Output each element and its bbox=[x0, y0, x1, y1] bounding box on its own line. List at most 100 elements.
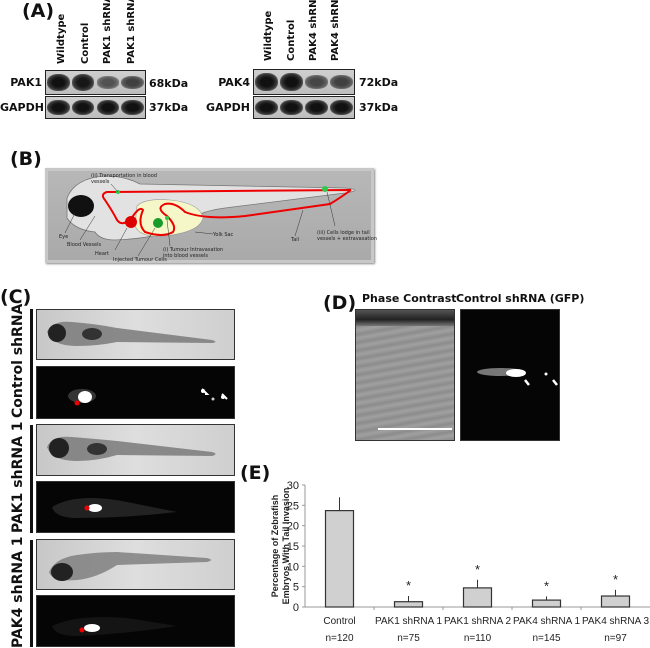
sample-size-label: n=97 bbox=[604, 633, 627, 644]
blot2-lane-label: Wildtype bbox=[263, 10, 274, 61]
group-label-control: Control shRNA bbox=[10, 303, 26, 418]
protein-band bbox=[255, 73, 278, 91]
annot-injected: Injected Tumour Cells bbox=[113, 257, 167, 263]
protein-band bbox=[280, 73, 303, 91]
tissue-band bbox=[356, 310, 454, 326]
pak4-fluorescence-image bbox=[36, 595, 235, 647]
gfp-title: Control shRNA (GFP) bbox=[456, 292, 585, 305]
protein-band bbox=[96, 99, 119, 116]
blot1-lane-label: PAK1 shRNA 2 bbox=[126, 0, 137, 64]
blot2-lane-label: PAK4 shRNA 1 bbox=[308, 0, 319, 61]
sample-size-label: n=120 bbox=[325, 633, 354, 644]
tumour-cells-shape bbox=[153, 218, 163, 228]
fluorescence-signal bbox=[52, 617, 177, 636]
protein-band bbox=[96, 76, 119, 89]
y-tick-label: 15 bbox=[287, 541, 299, 553]
sample-size-label: n=75 bbox=[397, 633, 420, 644]
group-label-pak1: PAK1 shRNA 1 bbox=[10, 421, 26, 533]
category-label: PAK4 shRNA 3 bbox=[582, 616, 650, 627]
protein-band bbox=[47, 73, 70, 92]
annot-text: vessels + extravasation bbox=[317, 236, 377, 242]
blot1-lane-label: PAK1 shRNA 1 bbox=[102, 0, 113, 64]
gfp-image bbox=[460, 309, 560, 441]
blot1-row-label: GAPDH bbox=[0, 101, 44, 114]
category-label: PAK1 shRNA 1 bbox=[375, 616, 443, 627]
pak1-fluorescence-image bbox=[36, 481, 235, 533]
bar bbox=[600, 595, 631, 608]
blot2-lane-label: Control bbox=[286, 19, 297, 61]
protein-band bbox=[305, 75, 328, 89]
y-axis-label-line1: Percentage of Zebrafish bbox=[270, 495, 280, 598]
gfp-signal bbox=[477, 368, 558, 386]
sample-size-label: n=110 bbox=[464, 633, 492, 644]
blot2-gapdh-strip bbox=[253, 96, 355, 119]
significance-marker: * bbox=[475, 562, 480, 577]
phase-contrast-image bbox=[355, 309, 455, 441]
protein-band bbox=[47, 99, 70, 116]
blot1-kda-label: 68kDa bbox=[149, 77, 189, 90]
bar bbox=[462, 587, 493, 608]
protein-band bbox=[71, 74, 95, 91]
intravasating-cell bbox=[165, 216, 169, 220]
control-fluorescence-image bbox=[36, 366, 235, 419]
y-tick-label: 25 bbox=[287, 500, 299, 512]
protein-band bbox=[330, 99, 353, 116]
sample-size-label: n=145 bbox=[532, 633, 561, 644]
panel-b-label: (B) bbox=[10, 148, 42, 170]
y-tick-label: 20 bbox=[287, 521, 299, 533]
blot2-kda-label: 37kDa bbox=[359, 101, 399, 114]
y-axis-label-line2: Embryos With Tail Invasion bbox=[281, 488, 291, 605]
group-bracket bbox=[30, 425, 33, 533]
blot2-row-label: PAK4 bbox=[218, 76, 250, 89]
annot-eye: Eye bbox=[59, 234, 69, 240]
blood-vessel-path bbox=[101, 189, 352, 236]
protein-band bbox=[255, 99, 278, 116]
larva-shape bbox=[47, 436, 216, 461]
blot2-lane-label: PAK4 shRNA 3 bbox=[330, 0, 341, 61]
group-bracket bbox=[30, 309, 33, 419]
annot-text: (iii) Cells lodge in tail bbox=[317, 230, 370, 236]
larva-shape bbox=[49, 552, 211, 581]
pak4-brightfield-image bbox=[36, 539, 235, 590]
panel-a-label: (A) bbox=[22, 0, 55, 22]
annot-text: into blood vessels bbox=[163, 253, 208, 259]
category-label: PAK1 shRNA 2 bbox=[444, 616, 512, 627]
annot-text: (i) Tumour Intravasation bbox=[163, 247, 224, 253]
annot-text: (ii) Transportation in blood bbox=[91, 173, 157, 179]
leader-lines bbox=[64, 183, 336, 257]
blot1-gapdh-strip bbox=[45, 96, 146, 119]
bar bbox=[324, 510, 355, 608]
annot-heart: Heart bbox=[95, 251, 109, 257]
heart-shape bbox=[125, 216, 137, 228]
group-bracket bbox=[30, 540, 33, 647]
protein-band bbox=[280, 99, 303, 116]
blot1-pak1-strip bbox=[45, 70, 146, 95]
blot2-kda-label: 72kDa bbox=[359, 76, 399, 89]
y-tick-label: 0 bbox=[293, 602, 299, 614]
significance-marker: * bbox=[544, 578, 549, 593]
fluorescence-signal bbox=[68, 388, 228, 406]
y-tick-label: 10 bbox=[287, 561, 299, 573]
protein-band bbox=[330, 74, 353, 90]
pak1-brightfield-image bbox=[36, 424, 235, 476]
eye-shape bbox=[68, 195, 94, 217]
annot-text: vessels bbox=[91, 179, 110, 185]
diagram-svg bbox=[64, 175, 356, 257]
blot2-row-label: GAPDH bbox=[206, 101, 250, 114]
phase-contrast-title: Phase Contrast bbox=[362, 292, 457, 305]
panel-e-label: (E) bbox=[240, 462, 271, 484]
y-tick-label: 30 bbox=[287, 480, 299, 492]
scale-bar bbox=[378, 428, 452, 430]
panel-c-label: (C) bbox=[0, 286, 32, 308]
fluorescence-signal bbox=[52, 498, 177, 518]
blot1-lane-label: Wildtype bbox=[56, 13, 67, 64]
group-label-pak4: PAK4 shRNA 1 bbox=[10, 536, 26, 648]
category-label: Control bbox=[323, 616, 355, 627]
y-tick-label: 5 bbox=[293, 582, 299, 594]
larva-shape bbox=[47, 321, 216, 346]
